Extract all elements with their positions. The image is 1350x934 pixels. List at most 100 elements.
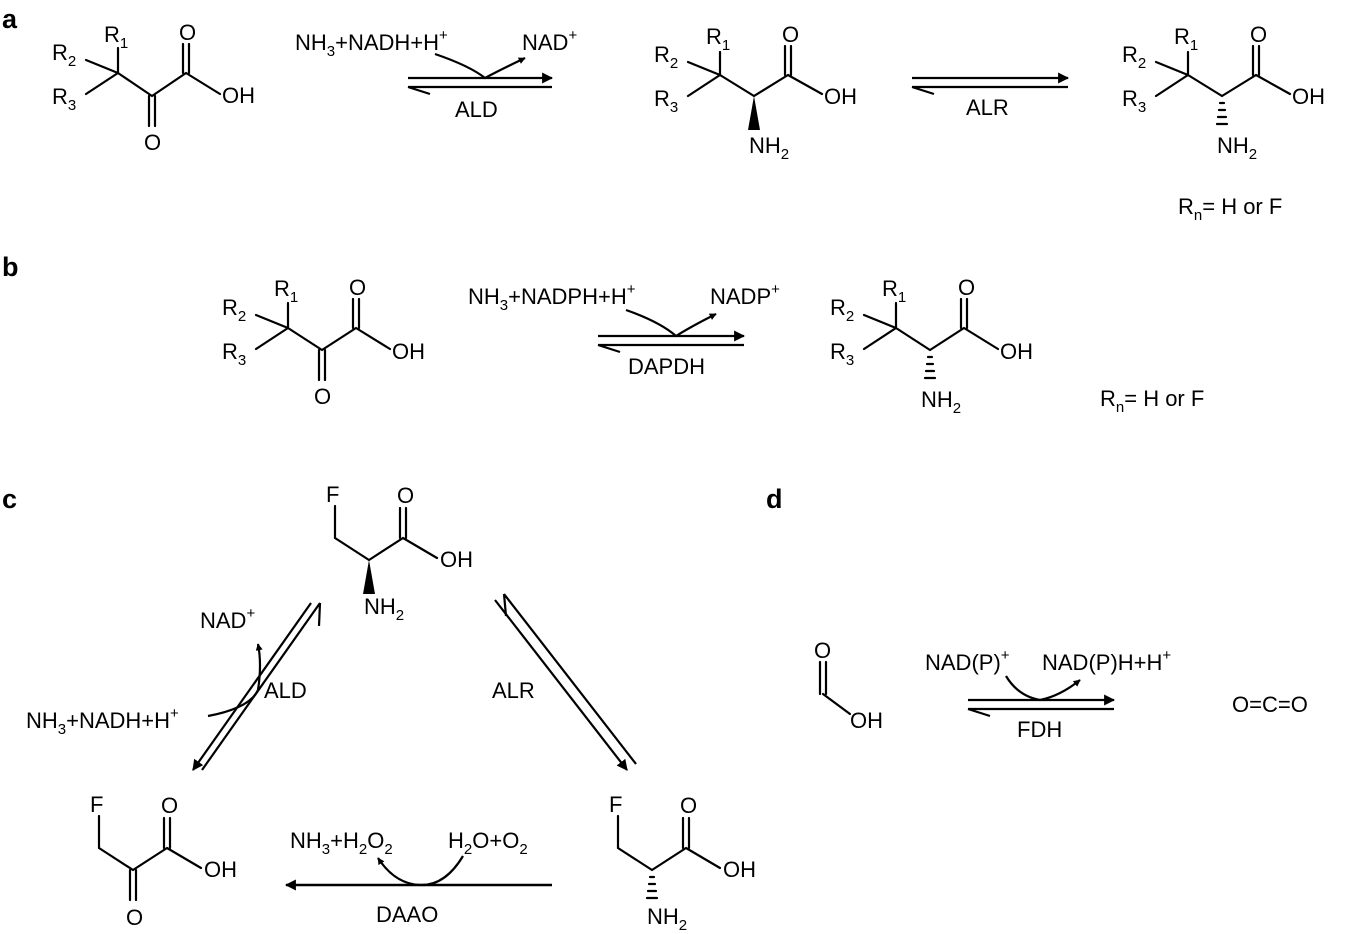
equilibrium-reverse-arrow-d — [967, 707, 1114, 718]
svg-text:F: F — [90, 792, 103, 817]
panel-label-b: b — [2, 252, 19, 282]
rn-note-a: Rn= H or F — [1178, 194, 1282, 224]
equilibrium-reverse-arrow-alr-a — [911, 85, 1068, 96]
reagent-nad-plus-c: NAD+ — [200, 605, 255, 633]
reagent-nh3-nadh-h-a: NH3+NADH+H+ — [295, 27, 448, 60]
reagent-nh3-nadh-h-c: NH3+NADH+H+ — [26, 705, 179, 738]
d-amino-acid-a: R1 R2 R3 O OH NH2 — [1122, 22, 1325, 163]
panel-c: c F O OH NH2 ALD NAD+ NH3+NADH+H+ ALR F … — [2, 482, 756, 934]
cofactor-curved-arrow-a — [434, 52, 526, 80]
svg-text:NH2: NH2 — [1217, 133, 1257, 163]
panel-a: a R1 R2 R3 O O OH NH3+NADH+H+ NAD+ ALD R… — [2, 4, 1325, 224]
svg-text:O: O — [161, 793, 178, 818]
equilibrium-ald-up-arrow — [201, 602, 322, 771]
svg-text:R3: R3 — [654, 86, 678, 116]
rn-note-b: Rn= H or F — [1100, 386, 1204, 416]
formic-acid: O OH — [814, 638, 883, 733]
panel-b: b R1 R2 R3 O O OH NH3+NADPH+H+ NADP+ DAP… — [2, 252, 1204, 417]
wedge-bond — [748, 96, 760, 130]
svg-text:ALR: ALR — [966, 95, 1009, 120]
svg-text:R3: R3 — [52, 84, 76, 114]
svg-text:O: O — [314, 384, 331, 409]
equilibrium-alr-down-arrow — [494, 599, 628, 771]
svg-text:OH: OH — [1292, 84, 1325, 109]
svg-text:O: O — [782, 22, 799, 47]
panel-label-a: a — [2, 4, 18, 34]
svg-text:O: O — [958, 275, 975, 300]
panel-d: d O OH NAD(P)+ NAD(P)H+H+ FDH O=C=O — [766, 484, 1308, 742]
svg-text:O: O — [144, 130, 161, 155]
reagent-nh3-h2o2: NH3+H2O2 — [290, 828, 393, 858]
equilibrium-ald-down-arrow — [192, 602, 312, 771]
hash-bond-b — [923, 355, 937, 380]
svg-text:R3: R3 — [222, 339, 246, 369]
cofactor-curved-arrow-c-daao — [377, 855, 464, 887]
svg-text:NH2: NH2 — [921, 387, 961, 417]
svg-text:OH: OH — [723, 857, 756, 882]
svg-text:O: O — [814, 638, 831, 663]
svg-text:NH2: NH2 — [749, 133, 789, 163]
svg-text:OH: OH — [850, 708, 883, 733]
svg-text:R1: R1 — [706, 24, 730, 54]
svg-text:ALR: ALR — [492, 678, 535, 703]
equilibrium-reverse-arrow-a — [407, 85, 552, 96]
svg-text:R3: R3 — [830, 339, 854, 369]
cofactor-curved-arrow-b — [625, 308, 717, 338]
svg-text:NH2: NH2 — [647, 904, 687, 934]
svg-text:R2: R2 — [830, 295, 854, 325]
svg-text:DAAO: DAAO — [376, 902, 438, 927]
svg-text:O: O — [126, 905, 143, 930]
d-amino-acid-b: R1 R2 R3 O OH NH2 — [830, 275, 1033, 417]
svg-text:O: O — [397, 483, 414, 508]
keto-acid-a: R1 R2 R3 O O OH — [52, 20, 255, 155]
hash-bond — [1215, 101, 1229, 126]
svg-text:OH: OH — [824, 84, 857, 109]
fluoropyruvate: F O OH O — [90, 792, 237, 930]
reagent-nad-plus-a: NAD+ — [522, 27, 577, 55]
svg-text:O: O — [1250, 22, 1267, 47]
panel-label-c: c — [2, 484, 17, 514]
svg-text:R1: R1 — [1174, 24, 1198, 54]
svg-text:R2: R2 — [1122, 42, 1146, 72]
hash-bond-c — [645, 875, 659, 900]
svg-text:R1: R1 — [274, 276, 298, 306]
svg-text:DAPDH: DAPDH — [628, 354, 705, 379]
svg-text:OH: OH — [1000, 339, 1033, 364]
d-fluoroalanine: F O OH NH2 — [609, 792, 756, 934]
svg-text:R2: R2 — [222, 295, 246, 325]
svg-text:R1: R1 — [882, 276, 906, 306]
svg-text:O: O — [179, 20, 196, 45]
cofactor-curved-arrow-c-ald — [207, 643, 263, 718]
svg-text:R1: R1 — [104, 22, 128, 52]
svg-text:F: F — [609, 792, 622, 817]
l-fluoroalanine: F O OH NH2 — [326, 482, 473, 624]
equilibrium-alr-up-arrow — [502, 593, 637, 765]
svg-text:R2: R2 — [52, 40, 76, 70]
reagent-nadp-plus: NADP+ — [710, 281, 780, 309]
svg-text:FDH: FDH — [1017, 717, 1062, 742]
svg-text:OH: OH — [392, 339, 425, 364]
svg-text:O: O — [349, 275, 366, 300]
reagent-h2o-o2: H2O+O2 — [448, 828, 528, 858]
reagent-nadp-plus-d: NAD(P)+ — [925, 647, 1010, 675]
reagent-nh3-nadph-h: NH3+NADPH+H+ — [468, 281, 636, 314]
reagent-nadph-h-d: NAD(P)H+H+ — [1042, 647, 1171, 675]
l-amino-acid-a: R1 R2 R3 O OH NH2 — [654, 22, 857, 163]
svg-text:NH2: NH2 — [364, 594, 404, 624]
panel-label-d: d — [766, 484, 783, 514]
carbon-dioxide: O=C=O — [1232, 692, 1308, 717]
svg-text:ALD: ALD — [264, 678, 307, 703]
keto-acid-b: R1 R2 R3 O O OH — [222, 275, 425, 409]
wedge-bond-c — [363, 560, 375, 594]
svg-text:OH: OH — [204, 857, 237, 882]
svg-text:O: O — [680, 793, 697, 818]
svg-text:ALD: ALD — [455, 97, 498, 122]
cofactor-curved-arrow-d — [1005, 675, 1081, 702]
svg-text:F: F — [326, 482, 339, 507]
svg-text:OH: OH — [222, 83, 255, 108]
equilibrium-reverse-arrow-b — [597, 343, 744, 354]
svg-text:R3: R3 — [1122, 86, 1146, 116]
svg-text:R2: R2 — [654, 42, 678, 72]
svg-text:OH: OH — [440, 547, 473, 572]
